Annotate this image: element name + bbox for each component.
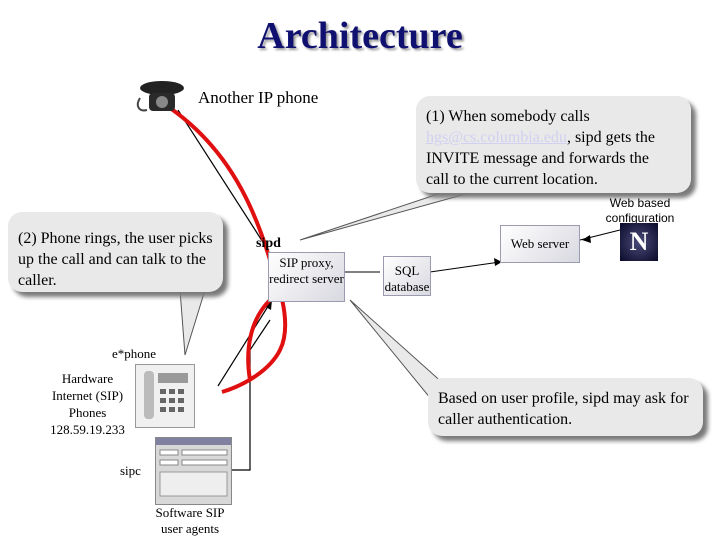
software-agents-label: Software SIP user agents: [155, 505, 225, 536]
telephone-icon: [135, 78, 190, 116]
another-phone-label: Another IP phone: [198, 88, 319, 107]
callout1-line3: INVITE message and forwards the: [426, 150, 650, 167]
callout1-line2: hgs@cs.columbia.edu, sipd gets the: [426, 129, 655, 146]
sql-label: SQL: [394, 263, 420, 278]
hw-sipd-link: [217, 299, 273, 387]
netscape-icon: N: [620, 223, 658, 261]
email-link[interactable]: hgs@cs.columbia.edu: [426, 129, 567, 146]
hardware-phones-label: Hardware Internet (SIP) Phones 128.59.19…: [50, 371, 125, 437]
phone-sipd-link: [177, 109, 269, 251]
callout2-pointer: [179, 289, 206, 356]
sipd-label: sipd: [256, 236, 281, 251]
call-path-branch: [246, 298, 272, 381]
ephone-label: e*phone: [112, 346, 157, 361]
callout1-line4: call to the current location.: [426, 171, 598, 188]
callout-authentication: Based on user profile, sipd may ask for …: [428, 378, 703, 436]
sipc-window-icon: [155, 437, 232, 505]
callout-phone-rings: (2) Phone rings, the user picks up the c…: [8, 212, 223, 292]
callout1-line1: (1) When somebody calls: [426, 108, 590, 125]
database-label: database: [384, 279, 430, 294]
sipd-server-box: SIP proxy, redirect server: [268, 252, 345, 302]
hardware-phone-icon: [135, 364, 195, 428]
web-server-box: Web server: [500, 225, 580, 263]
callout1-pointer: [299, 189, 481, 241]
web-config-label: Web based configuration: [605, 196, 675, 225]
callout-invite: (1) When somebody calls hgs@cs.columbia.…: [416, 96, 691, 193]
sipc-label: sipc: [120, 463, 141, 478]
sw-sipd-link: [232, 319, 271, 471]
page-title: Architecture: [257, 15, 463, 57]
sql-database-box: SQL database: [383, 256, 431, 296]
sql-web-link: [429, 261, 501, 273]
